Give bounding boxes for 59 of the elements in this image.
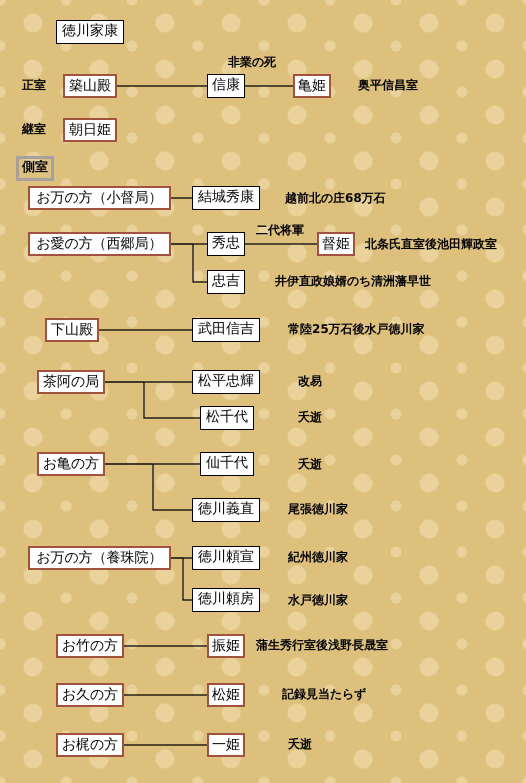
connector-line: [117, 85, 207, 87]
note-text: 継室: [22, 121, 46, 137]
connector-line: [245, 243, 317, 245]
name-box: お竹の方: [56, 634, 124, 658]
name-box: 茶阿の局: [37, 370, 105, 394]
name-box: 忠吉: [207, 270, 245, 294]
connector-line: [105, 463, 192, 511]
connector-line: [124, 744, 207, 746]
name-box: 松姫: [207, 683, 245, 707]
name-box: 仙千代: [200, 452, 254, 476]
name-box: お万の方（養珠院）: [28, 546, 171, 570]
note-text: 記録見当たらず: [282, 686, 366, 702]
note-text: 夭逝: [298, 409, 322, 425]
name-box: 信康: [207, 74, 245, 98]
name-box: 亀姫: [293, 74, 331, 98]
connector-line: [99, 329, 192, 331]
name-box: 一姫: [207, 733, 245, 757]
note-text: 北条氏直室後池田輝政室: [365, 236, 497, 252]
note-text: 尾張徳川家: [288, 501, 348, 517]
note-text: 夭逝: [298, 456, 322, 472]
note-text: 二代将軍: [256, 222, 304, 238]
name-box: 結城秀康: [192, 186, 260, 210]
note-text: 越前北の庄68万石: [285, 190, 386, 206]
name-box: 徳川家康: [56, 20, 124, 44]
note-text: 奥平信昌室: [358, 77, 418, 93]
name-box: お亀の方: [37, 452, 105, 476]
section-label-box: 側室: [16, 156, 54, 181]
note-text: 常陸25万石後水戸徳川家: [288, 321, 425, 337]
name-box: 朝日姫: [63, 118, 117, 142]
name-box: 徳川頼宣: [192, 546, 260, 570]
note-text: 夭逝: [288, 736, 312, 752]
connector-line: [105, 381, 200, 419]
name-box: 築山殿: [63, 74, 117, 98]
connector-line: [171, 243, 207, 283]
name-box: 徳川義直: [192, 498, 260, 522]
name-box: お梶の方: [56, 733, 124, 757]
name-box: 松千代: [200, 406, 254, 430]
note-text: 正室: [22, 77, 46, 93]
note-text: 水戸徳川家: [288, 592, 348, 608]
name-box: 督姫: [317, 232, 355, 256]
name-box: 振姫: [207, 634, 245, 658]
name-box: 秀忠: [207, 232, 245, 256]
connector-line: [124, 645, 207, 647]
note-text: 井伊直政娘婿のち清洲藩早世: [275, 273, 431, 289]
name-box: 武田信吉: [192, 318, 260, 342]
name-box: 徳川頼房: [192, 588, 260, 612]
note-text: 非業の死: [228, 54, 276, 70]
name-box: お万の方（小督局）: [28, 186, 171, 210]
note-text: 改易: [298, 373, 322, 389]
connector-line: [171, 557, 192, 601]
connector-line: [245, 85, 293, 87]
name-box: お久の方: [56, 683, 124, 707]
connector-line: [124, 694, 207, 696]
note-text: 紀州徳川家: [288, 549, 348, 565]
note-text: 蒲生秀行室後浅野長晟室: [256, 637, 388, 653]
name-box: 下山殿: [45, 318, 99, 342]
connector-line: [171, 197, 192, 199]
name-box: 松平忠輝: [192, 370, 260, 394]
name-box: お愛の方（西郷局）: [28, 232, 171, 256]
